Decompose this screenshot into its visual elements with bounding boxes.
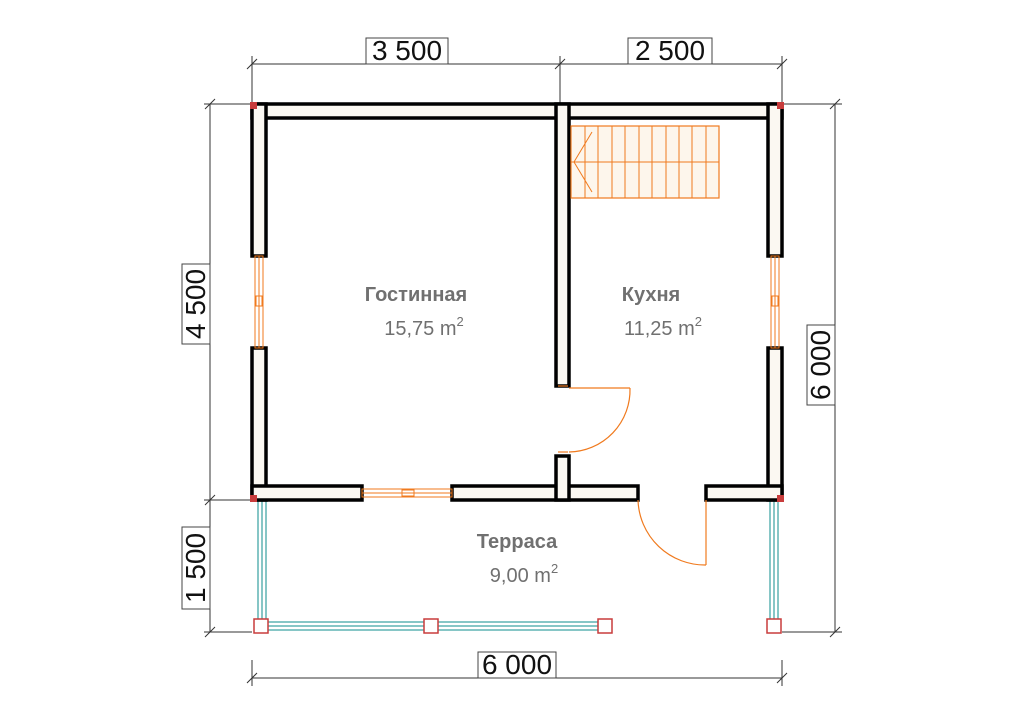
room-name: Гостинная (365, 284, 467, 306)
dim-top-right: 2 500 (635, 35, 705, 66)
room-living: Гостинная 15,75 m2 (365, 284, 467, 340)
room-terrace: Терраса 9,00 m2 (477, 531, 558, 587)
dim-right: 6 000 (805, 330, 836, 400)
corner-posts (250, 102, 784, 502)
staircase (570, 125, 720, 199)
room-name: Кухня (622, 284, 680, 306)
room-name: Терраса (477, 531, 558, 553)
room-area: 9,00 m2 (490, 561, 558, 587)
dim-left-lower: 1 500 (180, 533, 211, 603)
terrace-posts (253, 618, 782, 634)
room-area: 11,25 m2 (624, 314, 702, 340)
dim-bottom: 6 000 (482, 649, 552, 680)
dimension-labels: 3 500 2 500 6 000 4 500 1 500 6 000 (180, 35, 836, 680)
windows (254, 255, 780, 498)
dim-left-upper: 4 500 (180, 269, 211, 339)
room-kitchen: Кухня 11,25 m2 (622, 284, 702, 340)
dim-top-left: 3 500 (372, 35, 442, 66)
dimension-lines (204, 56, 842, 686)
walls (250, 102, 784, 502)
doors (558, 385, 707, 566)
wall-joins (254, 106, 780, 498)
room-area: 15,75 m2 (384, 314, 464, 340)
